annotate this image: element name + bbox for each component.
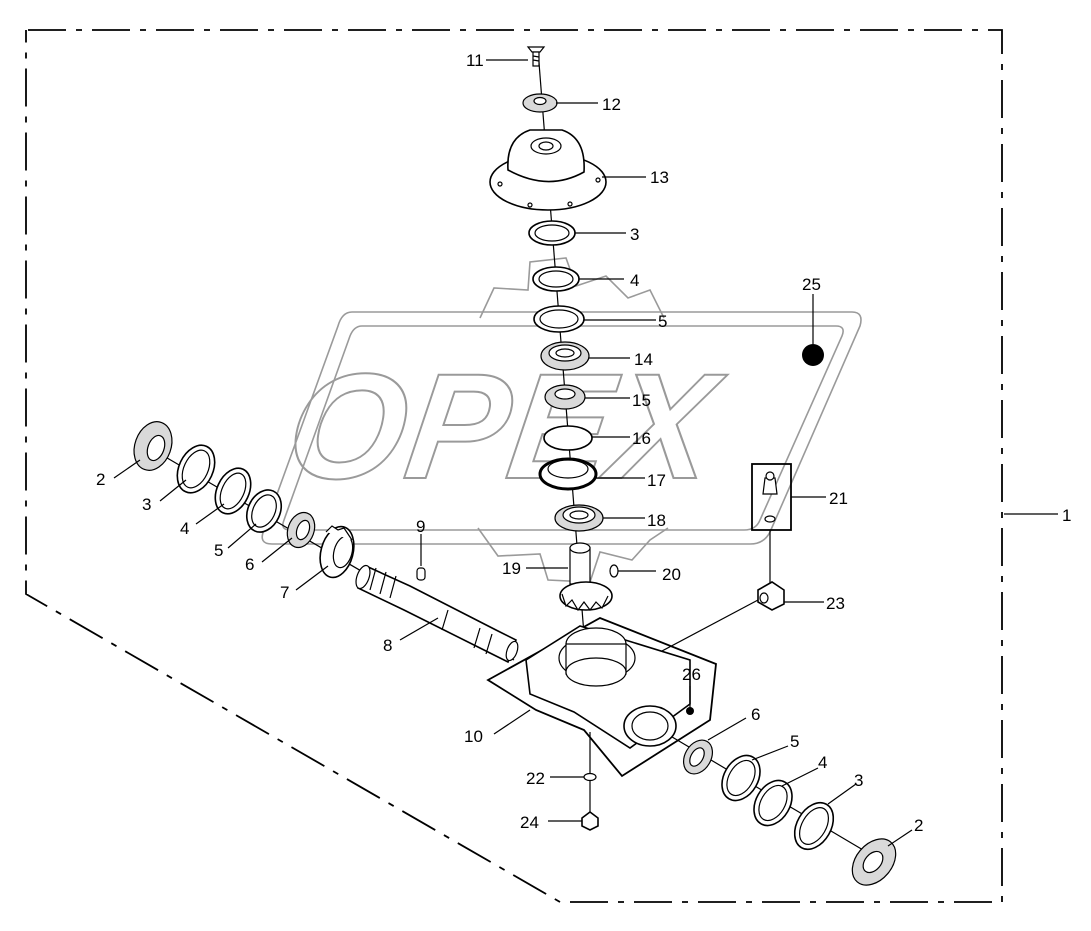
part-7-bevel-gear [319, 525, 355, 579]
callout-1: 1 [1062, 506, 1071, 525]
callout-17: 17 [647, 471, 666, 490]
part-4-shim-top [532, 266, 580, 292]
callout-5-top: 5 [658, 312, 667, 331]
callout-20: 20 [662, 565, 681, 584]
part-11-screw [526, 46, 546, 67]
leader-lines [113, 59, 1058, 847]
part-13-cap [489, 129, 607, 211]
callout-19: 19 [502, 559, 521, 578]
callout-11: 11 [466, 51, 484, 70]
callout-16: 16 [632, 429, 651, 448]
watermark-inner-frame [282, 325, 844, 531]
part-5-shim-left [245, 489, 283, 533]
part-5-shim-top [533, 305, 585, 333]
callout-2-left: 2 [96, 470, 105, 489]
callout-7: 7 [280, 583, 289, 602]
part-10-gearbox-housing [486, 617, 717, 778]
watermark-outer-frame [261, 311, 862, 545]
callout-15: 15 [632, 391, 651, 410]
callout-10: 10 [464, 727, 483, 746]
part-4-shim-right [753, 779, 793, 827]
part-4-shim-left [214, 467, 252, 515]
callout-12: 12 [602, 95, 621, 114]
callout-4-right: 4 [818, 753, 827, 772]
part-6-bearing-left [286, 511, 316, 549]
callout-23: 23 [826, 594, 845, 613]
callout-14: 14 [634, 350, 653, 369]
callout-5-left: 5 [214, 541, 223, 560]
part-20-key [609, 564, 619, 578]
part-15-spacer [544, 384, 586, 410]
callout-13: 13 [650, 168, 669, 187]
part-9-key [416, 567, 426, 581]
callout-3-right: 3 [854, 771, 863, 790]
callout-9: 9 [416, 517, 425, 536]
part-12-washer [522, 93, 558, 113]
part-6-bearing-right [682, 739, 714, 775]
callout-3-left: 3 [142, 495, 151, 514]
part-24-drain-plug [581, 811, 599, 831]
part-25-marker [802, 344, 824, 366]
callout-25: 25 [802, 275, 821, 294]
callout-3-top: 3 [630, 225, 639, 244]
part-22-washer [583, 772, 597, 782]
right-assembly-axis [639, 717, 881, 861]
callout-6-right: 6 [751, 705, 760, 724]
callout-labels: 1 2 2 3 3 3 4 4 4 5 5 5 6 6 7 8 9 10 11 … [96, 51, 1071, 835]
part-3-circlip-right [793, 801, 835, 851]
opex-watermark-logo: OPEX [261, 257, 862, 583]
callout-2-right: 2 [914, 816, 923, 835]
part-14-bearing [540, 341, 590, 371]
part-5-shim-right [721, 754, 761, 802]
part-23-tee-fitting [757, 581, 785, 611]
part-8-input-shaft [355, 564, 519, 664]
assembly-boundary [25, 29, 1003, 903]
part-17-seal [538, 457, 598, 491]
callout-4-left: 4 [180, 519, 189, 538]
part-19-pinion-gear [559, 542, 613, 612]
watermark-text: OPEX [278, 343, 733, 510]
callout-24: 24 [520, 813, 539, 832]
part-2-cover-left [133, 421, 173, 471]
part-3-circlip-left [176, 444, 216, 494]
callout-8: 8 [383, 636, 392, 655]
part-18-bearing [554, 504, 604, 532]
callout-26: 26 [682, 665, 701, 684]
callout-6-left: 6 [245, 555, 254, 574]
part-3-circlip-top [528, 220, 576, 246]
part-2-cover-right [851, 838, 897, 886]
callout-21: 21 [829, 489, 848, 508]
callout-5-right: 5 [790, 732, 799, 751]
part-16-o-ring [543, 425, 593, 451]
callout-22: 22 [526, 769, 545, 788]
callout-4-top: 4 [630, 271, 639, 290]
callout-18: 18 [647, 511, 666, 530]
